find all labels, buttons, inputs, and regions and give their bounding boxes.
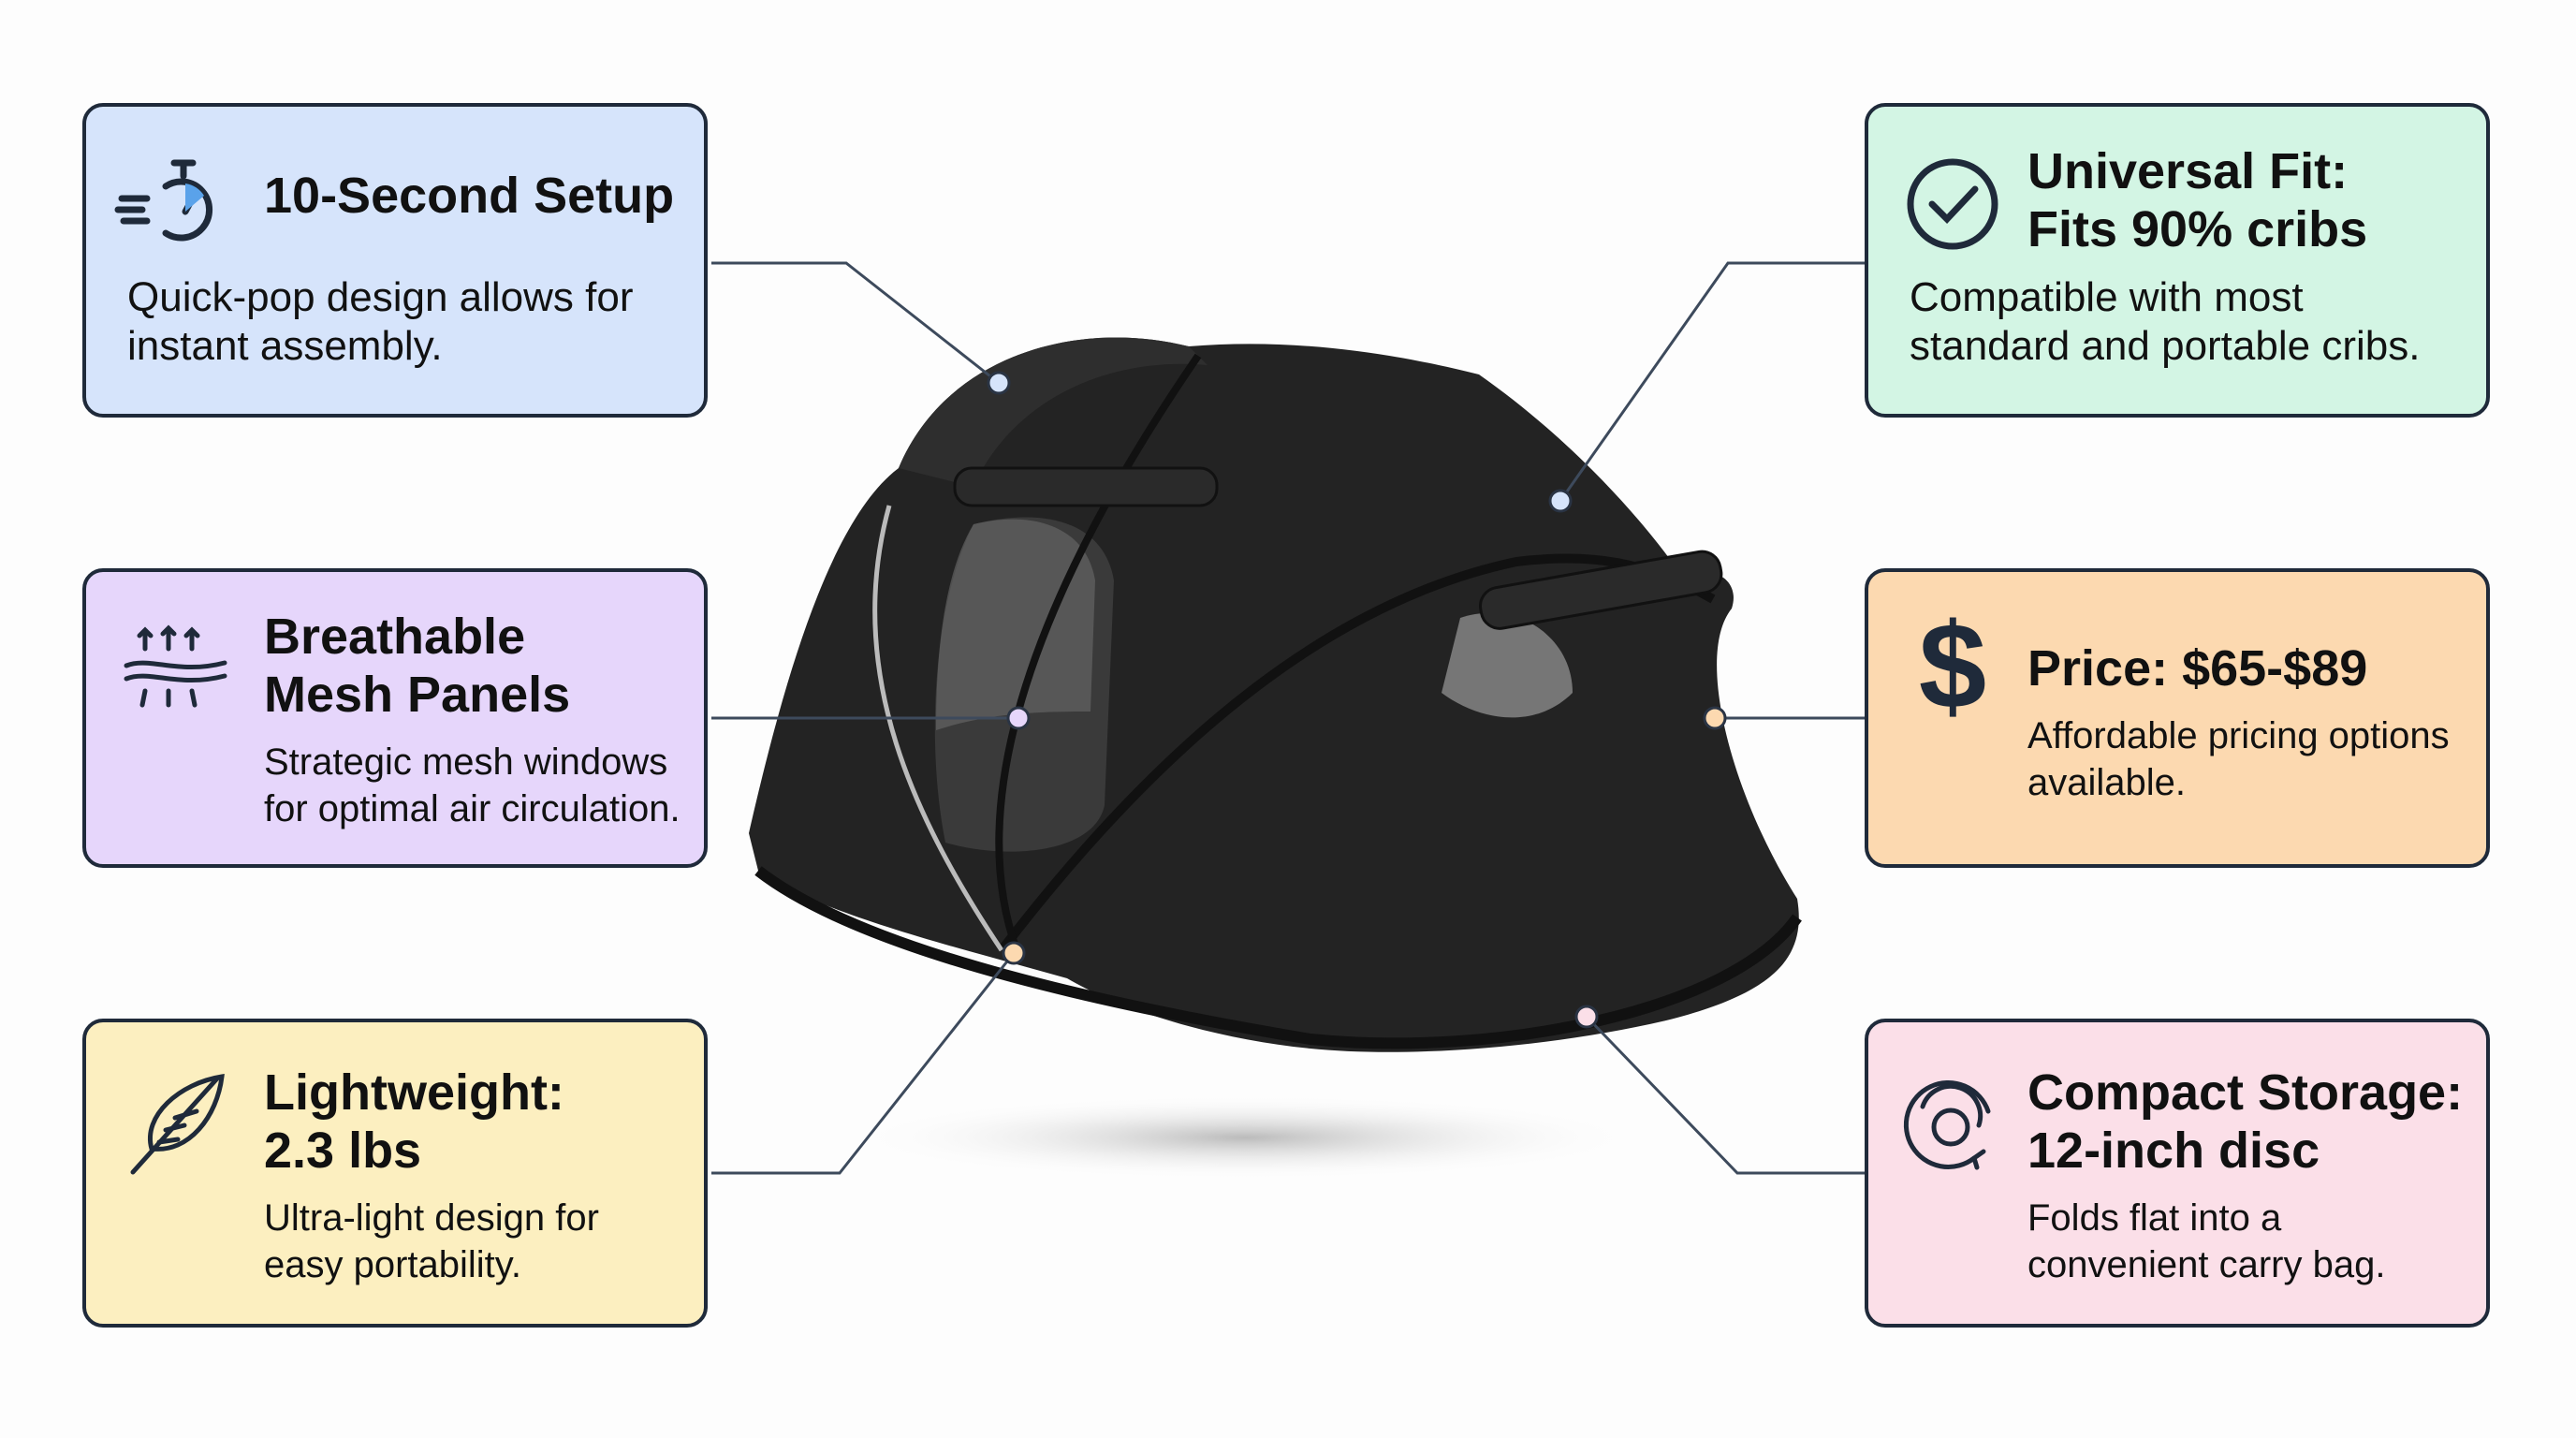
connector-weight bbox=[711, 952, 1016, 1175]
connector-lines bbox=[711, 261, 1865, 1175]
marker-dot-mesh bbox=[1006, 706, 1031, 730]
fold-disc-icon bbox=[1903, 1079, 1991, 1170]
feature-title: Price: $65-$89 bbox=[2027, 640, 2368, 697]
mesh-window-right bbox=[1442, 612, 1573, 718]
connector-setup bbox=[711, 261, 1000, 385]
marker-dot-storage bbox=[1574, 1005, 1599, 1029]
feature-title: Universal Fit:Fits 90% cribs bbox=[2027, 143, 2368, 257]
feature-title: Lightweight:2.3 lbs bbox=[264, 1064, 564, 1179]
ground-shadow bbox=[852, 1095, 1638, 1180]
airflow-icon bbox=[124, 624, 227, 708]
feature-card-fit: Universal Fit:Fits 90% cribs Compatible … bbox=[1865, 103, 2490, 418]
feature-title: 10-Second Setup bbox=[264, 168, 675, 224]
check-circle-icon bbox=[1907, 158, 1998, 250]
marker-dot-fit bbox=[1548, 489, 1573, 513]
feature-card-weight: Lightweight:2.3 lbs Ultra-light design f… bbox=[82, 1019, 708, 1328]
feature-icon bbox=[130, 1074, 225, 1175]
connector-storage bbox=[1585, 1015, 1865, 1175]
feature-card-setup: 10-Second Setup Quick-pop design allows … bbox=[82, 103, 708, 418]
marker-dot-setup bbox=[987, 371, 1011, 395]
connector-fit bbox=[1559, 261, 1865, 502]
marker-dot-price bbox=[1703, 706, 1727, 730]
marker-dot-weight bbox=[1002, 941, 1026, 965]
tent-image bbox=[749, 337, 1802, 1052]
feature-card-price: $ Price: $65-$89 Affordable pricing opti… bbox=[1865, 568, 2490, 868]
dollar-icon: $ bbox=[1918, 597, 1987, 734]
feature-title: Compact Storage:12-inch disc bbox=[2027, 1064, 2464, 1179]
stopwatch-icon bbox=[114, 159, 213, 242]
feature-card-storage: Compact Storage:12-inch disc Folds flat … bbox=[1865, 1019, 2490, 1328]
